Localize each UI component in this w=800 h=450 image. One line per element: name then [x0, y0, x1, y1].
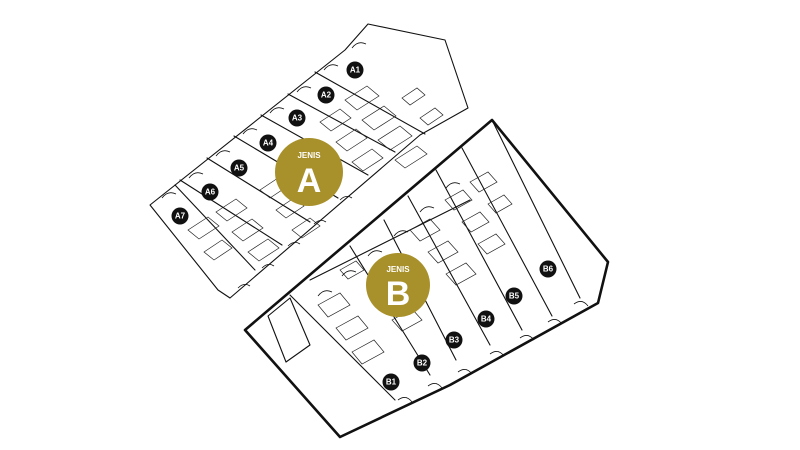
- unit-marker-a1[interactable]: A1: [346, 61, 364, 79]
- unit-marker-a7[interactable]: A7: [171, 207, 189, 225]
- unit-label: B6: [543, 265, 554, 274]
- unit-label: A3: [292, 114, 303, 123]
- unit-marker-a2[interactable]: A2: [317, 86, 335, 104]
- block-a: A1 A2 A3 A4 A5 A6 A7 JENIS A: [149, 23, 469, 299]
- block-b: B1 B2 B3 B4 B5 B6 JENIS B: [243, 118, 610, 439]
- type-a-badge[interactable]: JENIS A: [275, 138, 343, 206]
- unit-label: A5: [234, 164, 245, 173]
- unit-marker-b4[interactable]: B4: [477, 310, 495, 328]
- unit-label: A4: [263, 139, 274, 148]
- block-b-doors: [317, 182, 589, 403]
- unit-label: A1: [350, 66, 361, 75]
- unit-marker-b5[interactable]: B5: [505, 287, 523, 305]
- unit-label: B3: [449, 336, 460, 345]
- unit-marker-a4[interactable]: A4: [259, 134, 277, 152]
- type-b-letter: B: [386, 275, 411, 313]
- block-a-outline: [149, 23, 469, 299]
- unit-label: A6: [205, 188, 216, 197]
- unit-marker-a3[interactable]: A3: [288, 109, 306, 127]
- unit-marker-b1[interactable]: B1: [382, 373, 400, 391]
- type-b-badge[interactable]: JENIS B: [366, 253, 430, 317]
- unit-label: A7: [175, 212, 186, 221]
- unit-label: A2: [321, 91, 332, 100]
- type-b-caption: JENIS: [386, 265, 410, 274]
- unit-marker-b2[interactable]: B2: [413, 354, 431, 372]
- block-a-interiors: [187, 85, 444, 262]
- block-a-doors: [161, 42, 367, 289]
- unit-marker-b6[interactable]: B6: [539, 260, 557, 278]
- unit-marker-b3[interactable]: B3: [445, 331, 463, 349]
- unit-label: B2: [417, 359, 428, 368]
- type-a-caption: JENIS: [297, 151, 321, 160]
- block-b-core: [267, 297, 311, 363]
- unit-marker-a5[interactable]: A5: [230, 159, 248, 177]
- type-a-letter: A: [297, 162, 322, 200]
- unit-label: B4: [481, 315, 492, 324]
- unit-label: B5: [509, 292, 520, 301]
- unit-label: B1: [386, 378, 397, 387]
- unit-marker-a6[interactable]: A6: [201, 183, 219, 201]
